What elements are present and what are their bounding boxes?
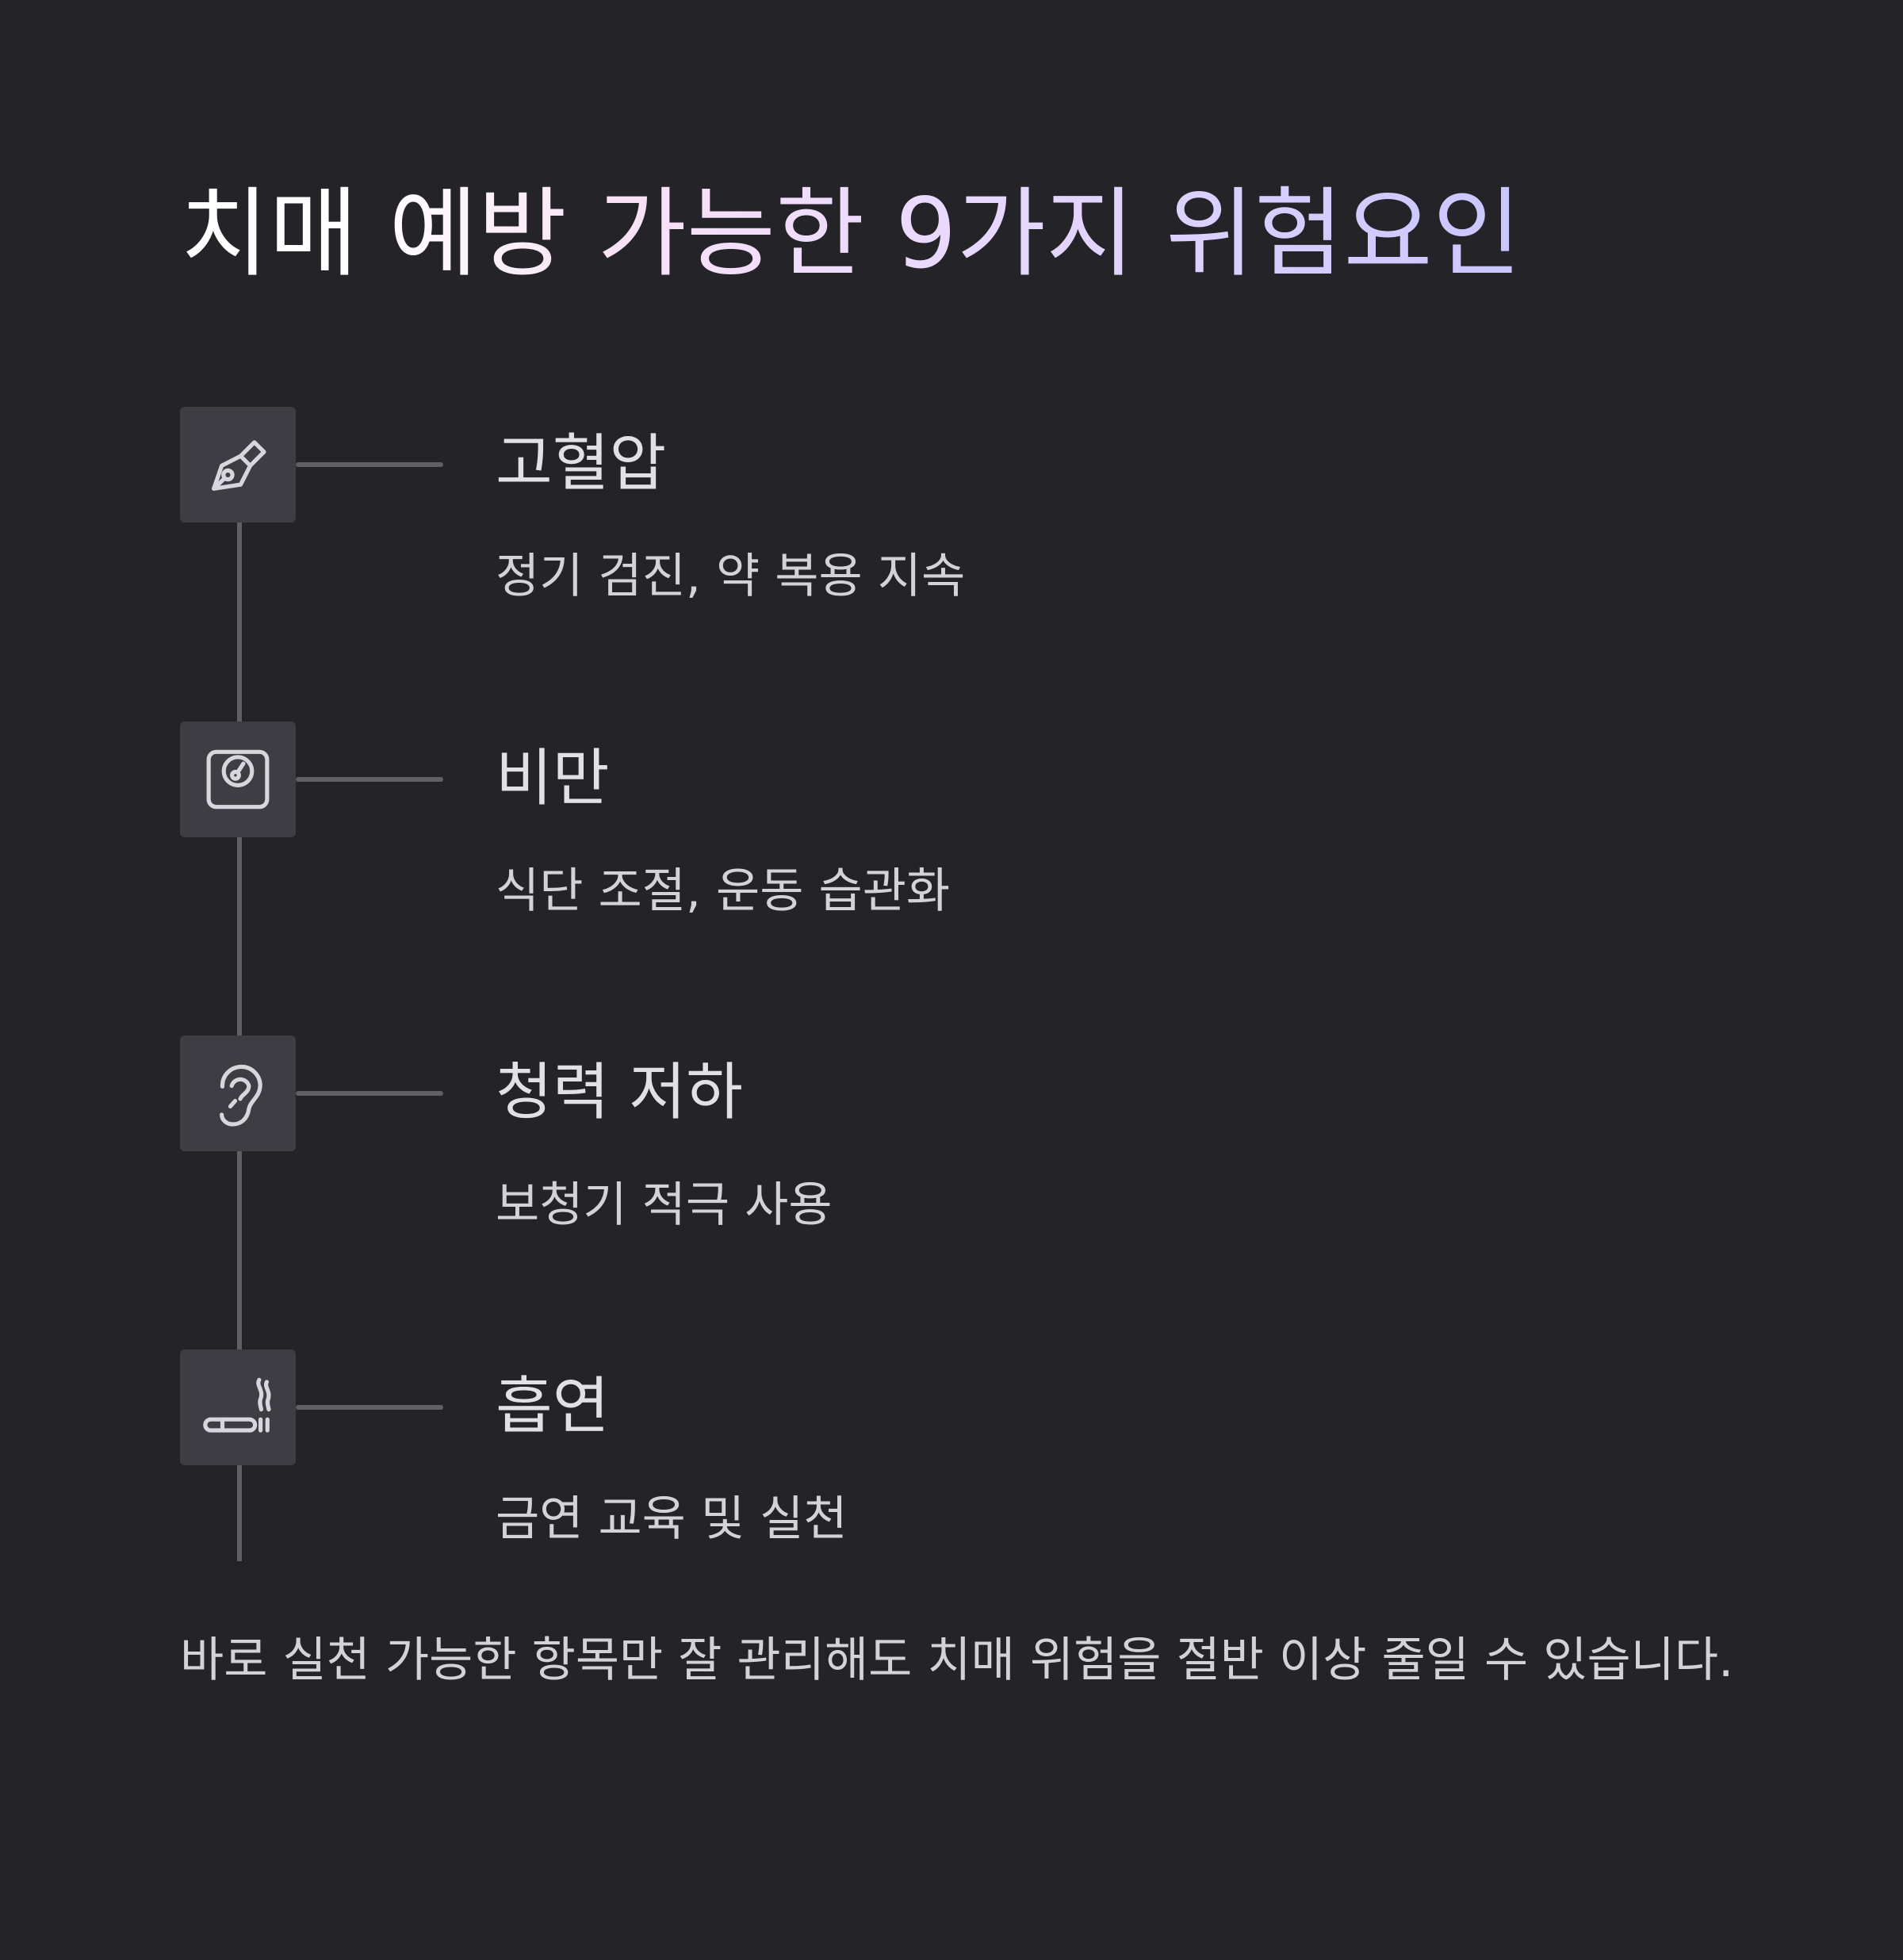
fountain-pen-icon: [180, 407, 296, 523]
weight-scale-icon: [180, 722, 296, 837]
risk-title: 고혈압: [496, 428, 667, 500]
connector-line: [296, 462, 443, 467]
risk-title: 청력 저하: [496, 1057, 743, 1128]
connector-line: [296, 1405, 443, 1410]
footer-note: 바로 실천 가능한 항목만 잘 관리해도 치매 위험을 절반 이상 줄일 수 있…: [180, 1633, 1734, 1688]
risk-item-hypertension: 고혈압 정기 검진, 약 복용 지속: [0, 407, 1903, 645]
connector-line: [296, 777, 443, 782]
risk-item-smoking: 흡연 금연 교육 및 실천: [0, 1349, 1903, 1587]
risk-title: 흡연: [496, 1371, 610, 1442]
risk-description: 식단 조절, 운동 습관화: [496, 863, 951, 919]
risk-description: 보청기 적극 사용: [496, 1177, 833, 1233]
risk-item-obesity: 비만 식단 조절, 운동 습관화: [0, 722, 1903, 959]
ear-icon: [180, 1036, 296, 1151]
timeline-line: [237, 500, 242, 1561]
page-title: 치매 예방 가능한 9가지 위험요인: [180, 176, 1522, 292]
cigarette-icon: [180, 1349, 296, 1465]
risk-description: 정기 검진, 약 복용 지속: [496, 549, 966, 604]
connector-line: [296, 1091, 443, 1096]
risk-description: 금연 교육 및 실천: [496, 1491, 848, 1547]
risk-item-hearing-loss: 청력 저하 보청기 적극 사용: [0, 1036, 1903, 1273]
risk-title: 비만: [496, 743, 610, 814]
